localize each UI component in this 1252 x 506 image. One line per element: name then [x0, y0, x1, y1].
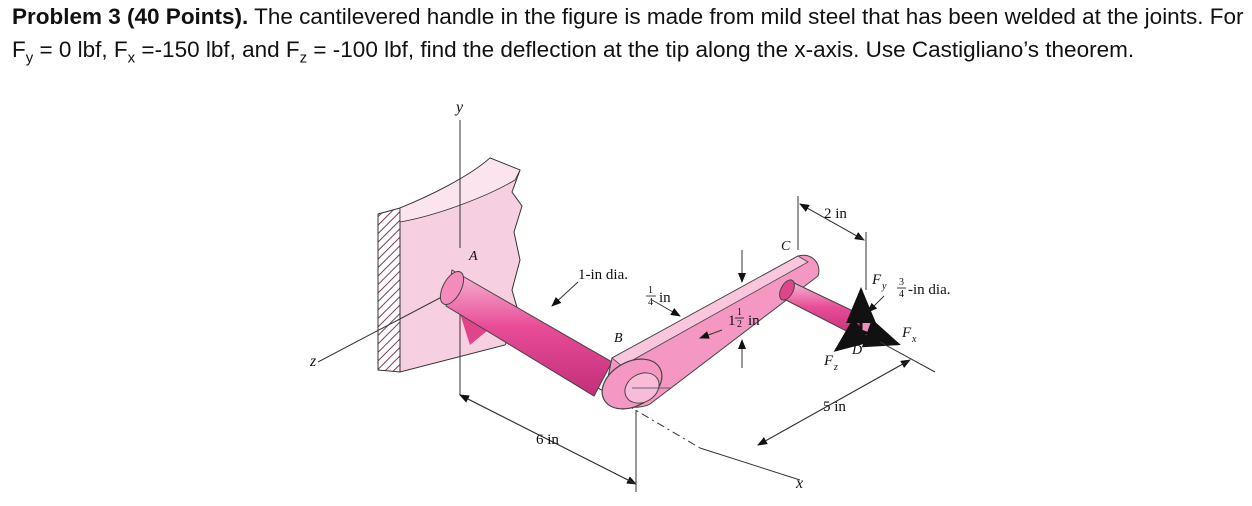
- force-arrows: [833, 287, 901, 352]
- dimension-lines: [459, 196, 936, 492]
- dim-quarter-unit: in: [659, 290, 671, 306]
- svg-text:y: y: [881, 281, 887, 292]
- arm-bc: [601, 254, 820, 410]
- dim-3-4-den: 4: [899, 289, 904, 300]
- dim-1half-whole: 1: [728, 313, 736, 329]
- problem-statement: Problem 3 (40 Points). The cantilevered …: [12, 0, 1244, 75]
- dim-1half-num: 1: [737, 307, 742, 318]
- point-d-label: D: [851, 343, 862, 358]
- dim-one-and-half-in: 1 1 2 in: [728, 307, 760, 330]
- problem-text-part-1: The cantilevered handle in the figure is…: [12, 4, 1244, 62]
- point-c-label: C: [781, 239, 791, 254]
- dim-quarter-num: 1: [648, 285, 653, 296]
- force-z-label: F z: [823, 353, 838, 373]
- dim-quarter-den: 4: [648, 297, 653, 308]
- svg-text:x: x: [911, 334, 917, 345]
- svg-text:z: z: [833, 362, 838, 373]
- subscript-x: x: [127, 49, 136, 67]
- wall: [377, 157, 523, 373]
- rod-ab: [439, 269, 613, 397]
- problem-text-part-2: = 0 lbf, F: [33, 37, 128, 62]
- dim-3-4-num: 3: [899, 277, 904, 288]
- axis-x-label: x: [795, 475, 803, 492]
- svg-text:F: F: [823, 353, 834, 369]
- dim-quarter-in: 1 4 in: [646, 285, 671, 308]
- problem-text-part-4: = -100 lbf, find the deflection at the t…: [307, 37, 1135, 62]
- problem-heading: Problem 3 (40 Points).: [12, 4, 249, 29]
- svg-text:F: F: [901, 325, 912, 341]
- axis-z-label: z: [309, 353, 317, 370]
- force-y-label: F y: [871, 272, 887, 292]
- dim-2in: 2 in: [824, 206, 847, 222]
- dim-1half-den: 2: [737, 319, 742, 330]
- problem-text-part-3: =-150 lbf, and F: [135, 37, 300, 62]
- force-x-label: F x: [901, 325, 917, 345]
- cantilever-handle-figure: y z x: [309, 100, 951, 492]
- dim-three-quarter-in-dia: 3 4 -in dia.: [897, 277, 951, 300]
- dim-1half-unit: in: [748, 313, 760, 329]
- dim-5in: 5 in: [823, 399, 846, 415]
- dim-6in: 6 in: [536, 432, 559, 448]
- subscript-y: y: [25, 49, 34, 67]
- subscript-z: z: [299, 49, 308, 67]
- dim-3-4-unit: -in dia.: [908, 282, 951, 298]
- dim-1in-dia: 1-in dia.: [578, 267, 628, 283]
- svg-text:F: F: [871, 272, 882, 288]
- point-a-label: A: [468, 249, 478, 264]
- axis-y-label: y: [454, 100, 464, 116]
- point-b-label: B: [614, 331, 623, 346]
